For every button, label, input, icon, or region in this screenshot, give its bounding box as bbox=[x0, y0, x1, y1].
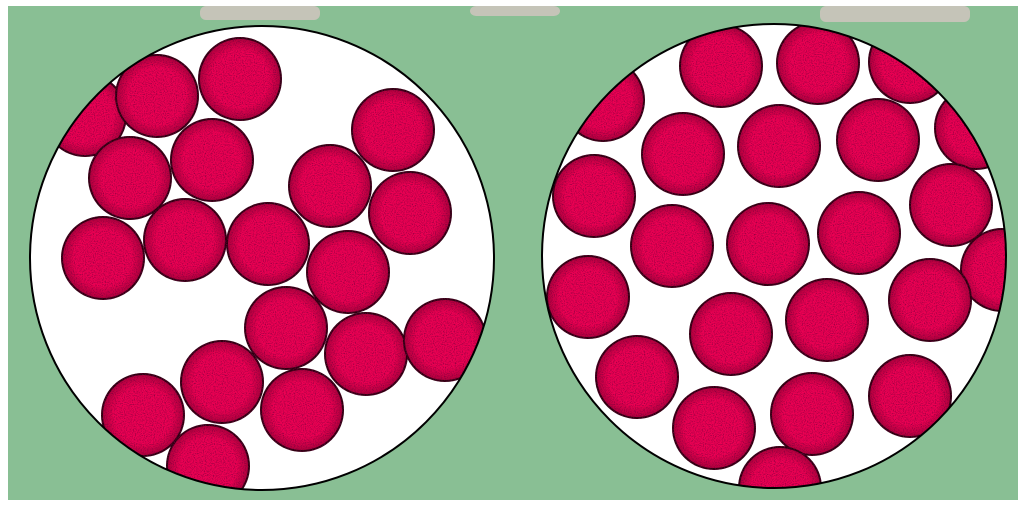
faint-mark bbox=[820, 6, 970, 22]
particle bbox=[181, 341, 263, 423]
particle bbox=[307, 231, 389, 313]
particle bbox=[369, 172, 451, 254]
particle bbox=[553, 155, 635, 237]
particle bbox=[910, 164, 992, 246]
particle bbox=[673, 387, 755, 469]
particle bbox=[289, 145, 371, 227]
particle bbox=[144, 199, 226, 281]
particle bbox=[199, 38, 281, 120]
particle bbox=[227, 203, 309, 285]
particle bbox=[642, 113, 724, 195]
particle bbox=[631, 205, 713, 287]
particle bbox=[771, 373, 853, 455]
particle bbox=[352, 89, 434, 171]
particle bbox=[690, 293, 772, 375]
particle bbox=[889, 259, 971, 341]
faint-mark bbox=[470, 6, 560, 16]
particle bbox=[596, 336, 678, 418]
particle bbox=[245, 287, 327, 369]
particle bbox=[837, 99, 919, 181]
particle bbox=[786, 279, 868, 361]
particle bbox=[261, 369, 343, 451]
particle bbox=[325, 313, 407, 395]
particle bbox=[171, 119, 253, 201]
particle bbox=[727, 203, 809, 285]
particle bbox=[818, 192, 900, 274]
particle bbox=[62, 217, 144, 299]
particle bbox=[89, 137, 171, 219]
faint-mark bbox=[200, 6, 320, 20]
particle bbox=[547, 256, 629, 338]
particle bbox=[738, 105, 820, 187]
